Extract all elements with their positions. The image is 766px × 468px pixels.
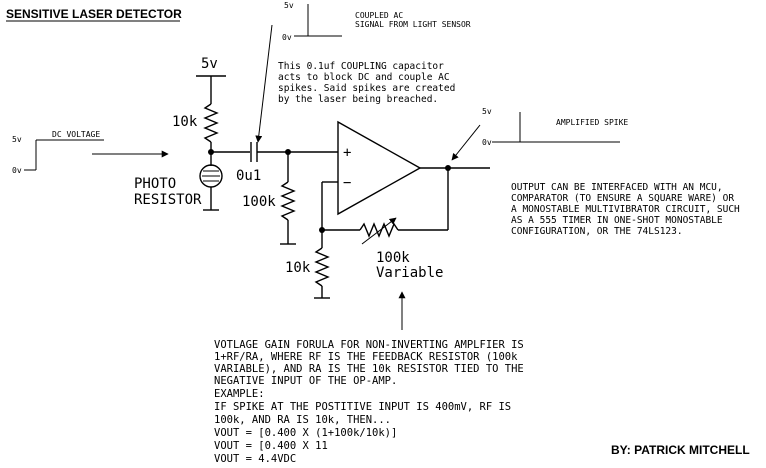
photoresistor-label-2: RESISTOR	[134, 192, 202, 208]
pointer-arrow-output	[451, 124, 481, 161]
op-amp-minus: −	[343, 175, 351, 191]
node-output	[445, 165, 451, 171]
resistor-100k-variable-label-2: Variable	[376, 265, 443, 281]
resistor-100k-variable	[359, 222, 399, 238]
svg-text:AMPLIFIED SPIKE: AMPLIFIED SPIKE	[556, 118, 628, 127]
output-note-1: OUTPUT CAN BE INTERFACED WITH AN MCU,	[511, 182, 723, 193]
op-amp	[337, 120, 422, 216]
gain-note-8: VOUT = [0.400 X (1+100k/10k)]	[214, 427, 397, 439]
svg-text:0v: 0v	[482, 138, 492, 147]
coupling-note-2: acts to block DC and couple AC	[278, 72, 450, 83]
resistor-100k-variable-label-1: 100k	[376, 250, 410, 266]
output-note-2: COMPARATOR (TO ENSURE A SQUARE WARE) OR	[511, 193, 734, 204]
coupling-note-3: spikes. Said spikes are created	[278, 83, 455, 94]
supply-label: 5v	[201, 56, 218, 72]
gain-note-3: VARIABLE), AND RA IS THE 10k RESISTOR TI…	[214, 363, 524, 375]
coupling-note-1: This 0.1uf COUPLING capacitor	[278, 61, 444, 72]
svg-text:5v: 5v	[284, 1, 294, 10]
svg-text:0v: 0v	[12, 166, 22, 175]
svg-text:5v: 5v	[12, 135, 22, 144]
gain-note-4: NEGATIVE INPUT OF THE OP-AMP.	[214, 375, 397, 387]
dc-voltage-waveform: 5v 0v DC VOLTAGE	[12, 130, 169, 175]
resistor-10k-top	[203, 103, 219, 143]
gain-note-7: 100k, AND RA IS 10k, THEN...	[214, 414, 391, 426]
gain-note-6: IF SPIKE AT THE POSTITIVE INPUT IS 400mV…	[214, 401, 511, 413]
resistor-10k-ground	[314, 247, 330, 287]
output-note-5: CONFIGURATION, OR THE 74LS123.	[511, 226, 683, 237]
gain-note-5: EXAMPLE:	[214, 388, 265, 400]
coupling-note-4: by the laser being breached.	[278, 94, 438, 105]
pointer-arrow-capacitor	[255, 24, 273, 143]
gain-note-1: VOTLAGE GAIN FORULA FOR NON-INVERTING AM…	[214, 339, 524, 351]
gain-note-10: VOUT = 4.4VDC	[214, 453, 296, 465]
diagram-title: SENSITIVE LASER DETECTOR	[6, 7, 182, 21]
resistor-10k-top-label: 10k	[172, 114, 198, 130]
resistor-100k-bias-label: 100k	[242, 194, 276, 210]
variable-resistor-arrow	[361, 217, 397, 245]
node-input	[208, 149, 214, 155]
amplified-spike-waveform: 5v 0v AMPLIFIED SPIKE	[482, 107, 628, 147]
photoresistor	[199, 164, 223, 188]
output-note-4: AS A 555 TIMER IN ONE-SHOT MONOSTABLE	[511, 215, 723, 226]
output-note-3: A MONOSTABLE MULTIVIBRATOR CIRCUIT, SUCH	[511, 204, 740, 215]
resistor-100k-bias	[280, 181, 296, 221]
svg-text:5v: 5v	[482, 107, 492, 116]
op-amp-plus: +	[343, 145, 351, 161]
coupled-ac-waveform: 5v 0v COUPLED AC SIGNAL FROM LIGHT SENSO…	[282, 1, 471, 42]
gain-note-9: VOUT = [0.400 X 11	[214, 440, 328, 452]
svg-text:SIGNAL FROM LIGHT SENSOR: SIGNAL FROM LIGHT SENSOR	[355, 20, 471, 29]
svg-text:COUPLED AC: COUPLED AC	[355, 11, 403, 20]
photoresistor-label-1: PHOTO	[134, 176, 176, 192]
gain-note-2: 1+RF/RA, WHERE RF IS THE FEEDBACK RESIST…	[214, 351, 518, 363]
capacitor-label: 0u1	[236, 168, 261, 184]
author-credit: BY: PATRICK MITCHELL	[611, 443, 750, 457]
svg-text:0v: 0v	[282, 33, 292, 42]
resistor-10k-ground-label: 10k	[285, 260, 311, 276]
svg-text:DC VOLTAGE: DC VOLTAGE	[52, 130, 100, 139]
